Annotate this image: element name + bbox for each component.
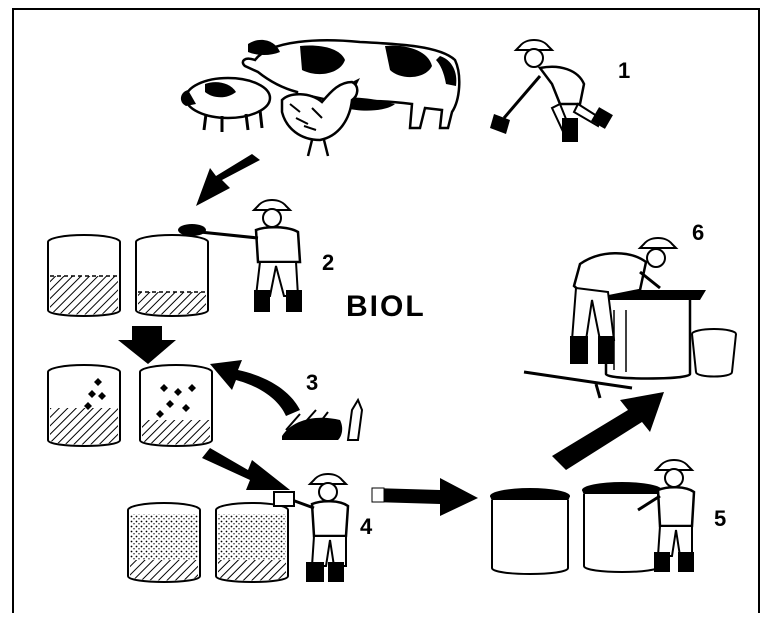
arrow-icon	[202, 448, 290, 490]
bucket-icon	[692, 329, 736, 377]
barrel-icon	[48, 235, 120, 316]
arrow-icon	[552, 392, 664, 470]
step-number-5: 5	[714, 508, 726, 530]
farmer-with-shovel-icon	[490, 40, 613, 142]
sheep-icon	[181, 78, 270, 132]
step-number-1: 1	[618, 60, 630, 82]
barrel-icon	[48, 365, 120, 446]
barrel-icon	[136, 235, 208, 316]
arrow-icon	[372, 478, 478, 516]
arrow-icon	[210, 360, 300, 416]
barrel-icon	[216, 503, 288, 582]
sieve-icon	[606, 290, 706, 379]
arrow-icon	[118, 326, 176, 364]
barrel-icon	[582, 482, 662, 572]
step-number-3: 3	[306, 372, 318, 394]
barrel-icon	[490, 488, 570, 574]
step-number-2: 2	[322, 252, 334, 274]
barrel-icon	[128, 503, 200, 582]
arrow-icon	[196, 154, 260, 206]
step-number-6: 6	[692, 222, 704, 244]
step-number-4: 4	[360, 516, 372, 538]
barrel-icon	[140, 365, 212, 446]
process-title: BIOL	[346, 292, 426, 322]
